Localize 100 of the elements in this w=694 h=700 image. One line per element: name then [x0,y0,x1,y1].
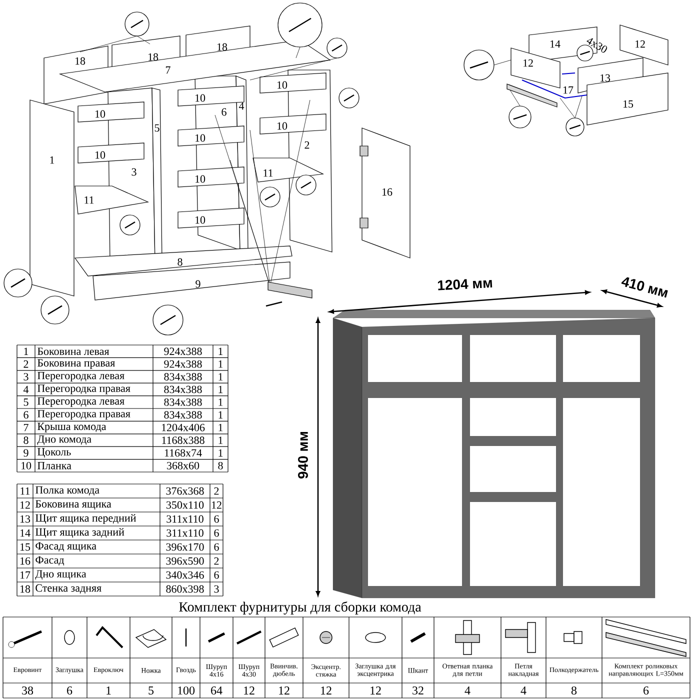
part-size: 1168x74 [164,449,202,457]
part-name: Перегородка правая [38,384,130,394]
part-name: Крыша комода [38,422,106,432]
part-quantity: 1 [218,424,223,432]
hardware-quantity: 1 [106,686,111,694]
table-title: Комплект фурнитуры для сборки комода [179,601,422,615]
part-size: 311x110 [166,529,204,537]
part-name: Цоколь [38,448,71,458]
dimension-label: 1204 мм [438,279,492,290]
part-number: 11 [264,169,273,177]
part-size: 350x110 [166,501,204,509]
part-size: 340x346 [166,571,204,579]
hardware-quantity: 6 [644,686,649,695]
part-name: Перегородка левая [38,397,124,407]
part-quantity: 1 [218,360,223,368]
part-size: 924x388 [164,348,202,356]
part-number: 16 [20,557,30,565]
part-number: 5 [154,124,160,132]
part-number: 3 [24,373,28,380]
part-size: 860x398 [166,585,204,593]
hardware-quantity: 38 [22,686,34,695]
part-number: 9 [24,449,28,457]
part-name: Щит ящика задний [36,528,124,538]
part-name: Боковина ящика [36,500,112,510]
part-quantity: 3 [214,585,219,593]
part-number: 8 [24,436,28,444]
part-name: Фасад ящика [36,542,96,552]
part-number: 7 [24,424,28,432]
part-name: Фасад [36,556,64,566]
part-number: 18 [148,53,158,61]
hardware-quantity: 5 [148,686,154,694]
part-quantity: 6 [214,543,219,551]
part-size: 311x110 [166,515,204,523]
hardware-quantity: 6 [67,686,72,695]
part-quantity: 1 [218,411,223,418]
hardware-quantity: 8 [571,686,577,695]
hardware-quantity: 32 [412,686,424,695]
hardware-quantity: 12 [279,686,290,694]
part-size: 834x388 [164,398,202,406]
part-quantity: 2 [214,487,219,495]
part-number: 6 [24,411,28,419]
part-quantity: 8 [218,462,223,470]
part-name: Перегородка левая [38,372,124,382]
part-number: 17 [20,571,30,579]
dimension-label: 940 мм [298,432,308,478]
part-number: 16 [382,188,392,196]
part-number: 15 [20,543,30,551]
part-number: 13 [600,74,610,82]
hardware-quantity: 12 [321,686,332,694]
part-quantity: 6 [214,515,219,523]
dimension-label: 410 мм [621,277,668,298]
part-number: 12 [523,59,533,67]
hardware-quantity: 12 [244,686,254,694]
part-quantity: 1 [218,398,223,406]
part-name: Полка комода [36,486,100,496]
part-number: 18 [75,57,86,65]
part-name: Боковина правая [38,359,115,369]
part-number: 10 [195,94,206,102]
part-number: 18 [217,43,228,51]
part-number: 2 [304,141,310,149]
part-name: Щит ящика передний [36,514,136,524]
part-number: 18 [20,585,30,593]
part-number: 4x30 [586,38,608,53]
part-number: 10 [95,110,106,118]
part-number: 10 [277,81,288,89]
part-name: Планка [38,462,72,470]
part-number: 4 [23,386,29,394]
part-number: 10 [195,175,206,183]
part-number: 10 [195,134,206,142]
hardware-quantity: 4 [464,686,470,694]
part-quantity: 1 [218,436,223,444]
part-quantity: 12 [212,501,222,509]
part-number: 13 [20,515,30,523]
part-size: 368x60 [167,462,200,470]
part-quantity: 2 [214,557,219,565]
part-size: 396x590 [166,557,204,565]
part-number: 2 [24,360,28,368]
part-size: 834x388 [164,386,202,394]
hardware-quantity: 100 [178,686,195,695]
part-name: Боковина левая [38,348,110,355]
part-number: 12 [635,40,645,48]
part-quantity: 6 [214,529,219,537]
part-size: 1168x388 [162,436,204,444]
part-size: 834x388 [164,373,202,380]
part-size: 924x388 [164,360,202,368]
part-number: 12 [20,501,30,509]
part-number: 3 [132,168,136,176]
part-number: 10 [195,216,206,224]
part-number: 7 [166,66,170,74]
part-number: 5 [24,398,28,406]
part-size: 1204x406 [162,424,205,432]
part-quantity: 6 [214,571,219,579]
part-name: Перегородка правая [38,410,130,420]
part-number: 15 [623,100,634,108]
part-number: 10 [277,122,288,130]
part-number: 4 [238,102,244,110]
part-number: 1 [24,348,28,355]
part-number: 11 [20,487,30,495]
part-quantity: 1 [218,386,223,394]
part-quantity: 1 [218,449,223,457]
